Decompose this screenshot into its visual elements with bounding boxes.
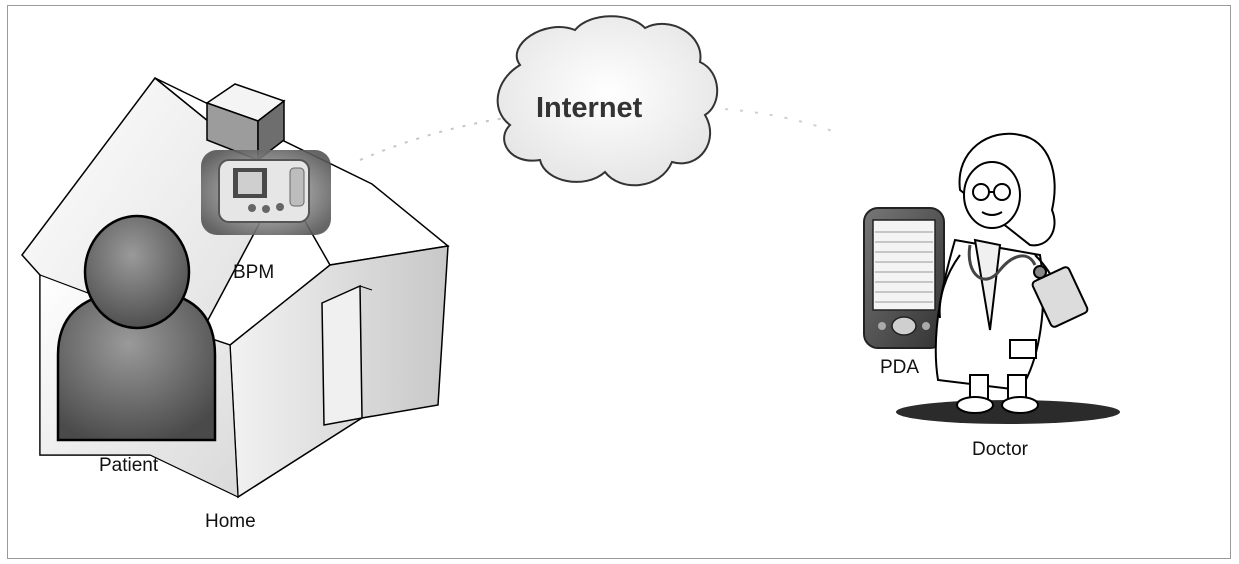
patient-label: Patient <box>99 455 158 477</box>
link-internet-doctor <box>710 108 835 132</box>
cloud-label: Internet <box>536 92 642 125</box>
link-home-internet <box>360 118 505 160</box>
bpm-label: BPM <box>233 262 274 284</box>
doctor-label: Doctor <box>972 439 1028 461</box>
home-label: Home <box>205 511 256 533</box>
pda-label: PDA <box>880 357 919 379</box>
pda-device <box>864 208 944 348</box>
bpm-device-image <box>201 150 331 235</box>
